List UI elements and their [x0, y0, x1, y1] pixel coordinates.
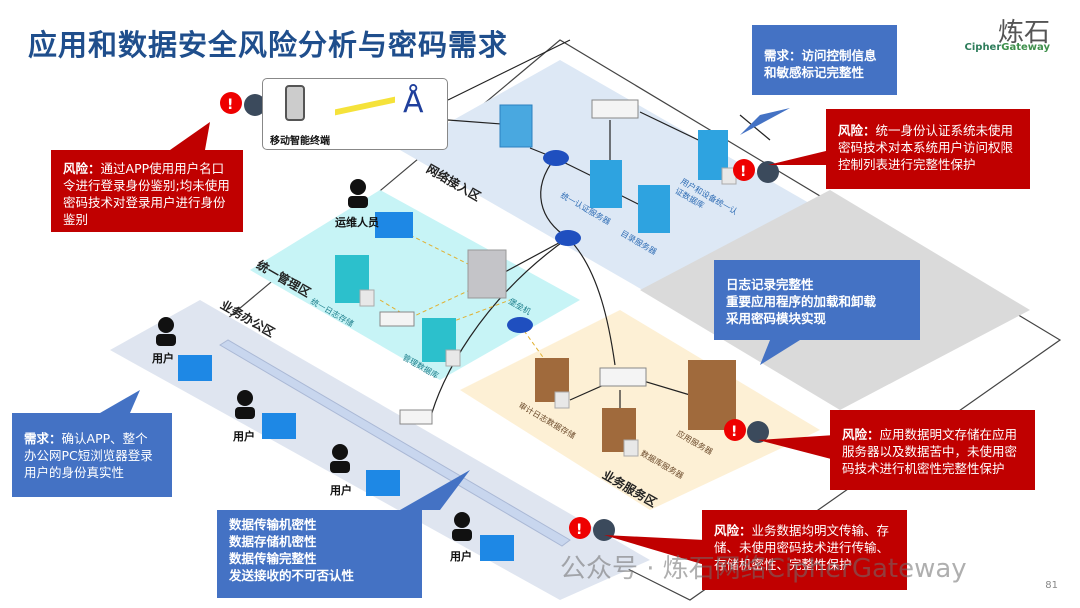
person-icon	[454, 512, 470, 528]
need-line: 采用密码模块实现	[726, 311, 827, 326]
router-icon	[555, 230, 581, 246]
hacker-icon	[244, 94, 266, 116]
alert-icon	[569, 517, 591, 539]
antenna-icon: Å	[403, 85, 424, 120]
user-label: 用户	[450, 550, 472, 563]
server-icon	[638, 185, 670, 233]
risk-callout-data-transfer: 风险：业务数据均明文传输、存储、未使用密码技术进行传输、存储机密性、完整性保护	[702, 510, 907, 590]
page-number: 81	[1045, 580, 1058, 591]
svg-text:!: !	[576, 522, 582, 538]
pointer	[758, 435, 835, 460]
person-icon	[237, 390, 253, 406]
risk-callout-app-login: 风险：通过APP使用用户名口令进行登录身份鉴别;均未使用密码技术对登录用户进行身…	[51, 150, 243, 232]
wireless-signal-icon	[335, 96, 395, 116]
office-backbone	[219, 339, 571, 547]
alert-icon	[724, 419, 746, 441]
laptop-icon	[178, 355, 212, 381]
mobile-terminal-box: Å	[262, 78, 448, 150]
server-icon	[590, 160, 622, 208]
laptop-icon	[375, 212, 413, 238]
risk-text: 应用数据明文存储在应用服务器以及数据苦中，未使用密码技术进行机密性完整性保护	[842, 427, 1018, 476]
need-line: 数据存储机密性	[229, 534, 317, 549]
risk-text: 通过APP使用用户名口令进行登录身份鉴别;均未使用密码技术对登录用户进行身份鉴别	[63, 161, 230, 227]
need-line: 日志记录完整性	[726, 277, 814, 292]
database-icon	[554, 391, 570, 409]
person-icon	[332, 444, 348, 460]
person-icon	[350, 179, 366, 195]
svg-text:!: !	[740, 164, 746, 180]
need-callout-identity: 需求：确认APP、整个办公网PC短浏览器登录用户的身份真实性	[12, 413, 172, 497]
pointer	[170, 122, 210, 150]
risk-prefix: 风险：	[838, 123, 876, 138]
need-callout-log-integrity: 日志记录完整性 重要应用程序的加载和卸载 采用密码模块实现	[714, 260, 920, 340]
switch-icon	[379, 311, 415, 327]
pointer	[604, 535, 705, 565]
risk-callout-data-storage: 风险：应用数据明文存储在应用服务器以及数据苦中，未使用密码技术进行机密性完整性保…	[830, 410, 1035, 490]
risk-text: 业务数据均明文传输、存储、未使用密码技术进行传输、存储机密性、完整性保护	[714, 523, 890, 572]
user-label: 用户	[152, 352, 174, 365]
risk-callout-auth-system: 风险：统一身份认证系统未使用密码技术对本系统用户访问权限控制列表进行完整性保护	[826, 109, 1030, 189]
pointer	[100, 390, 140, 413]
logo-en-part2: Gateway	[1001, 42, 1050, 53]
zone-unified-mgmt-area	[250, 190, 580, 380]
hacker-icon	[593, 519, 615, 541]
page-title: 应用和数据安全风险分析与密码需求	[28, 28, 509, 62]
switch-icon	[599, 367, 647, 387]
need-line: 数据传输完整性	[229, 551, 317, 566]
svg-text:!: !	[227, 97, 233, 113]
server-icon	[688, 360, 736, 430]
pointer	[400, 470, 470, 510]
person-icon	[158, 317, 174, 333]
need-callout-data-security: 数据传输机密性 数据存储机密性 数据传输完整性 发送接收的不可否认性	[217, 510, 422, 598]
need-line: 发送接收的不可否认性	[229, 568, 355, 583]
need-line: 重要应用程序的加载和卸载	[726, 294, 877, 309]
pointer	[760, 340, 800, 365]
need-prefix: 需求：	[24, 431, 62, 446]
hacker-icon	[757, 161, 779, 183]
switch-icon	[591, 99, 639, 119]
logo-cn: 炼石	[997, 18, 1050, 48]
risk-prefix: 风险：	[714, 523, 752, 538]
hacker-icon	[747, 421, 769, 443]
alert-icon	[733, 159, 755, 181]
risk-text: 统一身份认证系统未使用密码技术对本系统用户访问权限控制列表进行完整性保护	[838, 123, 1014, 172]
bastion-icon	[467, 249, 507, 299]
user-label: 用户	[233, 430, 255, 443]
risk-prefix: 风险：	[842, 427, 880, 442]
alert-icon	[220, 92, 242, 114]
firewall-icon	[499, 104, 533, 148]
smartphone-icon	[285, 85, 305, 121]
logo-en: CipherGateway	[965, 42, 1050, 53]
watermark: 公众号 · 炼石网络CipherGateway	[560, 554, 967, 584]
need-text: 确认APP、整个办公网PC短浏览器登录用户的身份真实性	[24, 431, 153, 480]
ops-person-label: 运维人员	[335, 216, 379, 229]
pointer	[768, 150, 830, 165]
pointer	[740, 108, 790, 135]
mobile-terminal-label: 移动智能终端	[270, 136, 330, 147]
router-icon	[507, 317, 533, 333]
laptop-icon	[480, 535, 514, 561]
svg-text:!: !	[731, 424, 737, 440]
need-callout-access-control: 需求：访问控制信息和敏感标记完整性	[752, 25, 897, 95]
logo-en-part1: Cipher	[964, 42, 1002, 53]
user-label: 用户	[330, 484, 352, 497]
laptop-icon	[262, 413, 296, 439]
database-icon	[445, 349, 461, 367]
need-text: 需求：访问控制信息和敏感标记完整性	[764, 48, 877, 80]
switch-icon	[399, 409, 433, 425]
zone-business-office-area	[110, 300, 650, 600]
database-icon	[359, 289, 375, 307]
risk-prefix: 风险：	[63, 161, 101, 176]
need-line: 数据传输机密性	[229, 517, 317, 532]
router-icon	[543, 150, 569, 166]
database-icon	[623, 439, 639, 457]
laptop-icon	[366, 470, 400, 496]
